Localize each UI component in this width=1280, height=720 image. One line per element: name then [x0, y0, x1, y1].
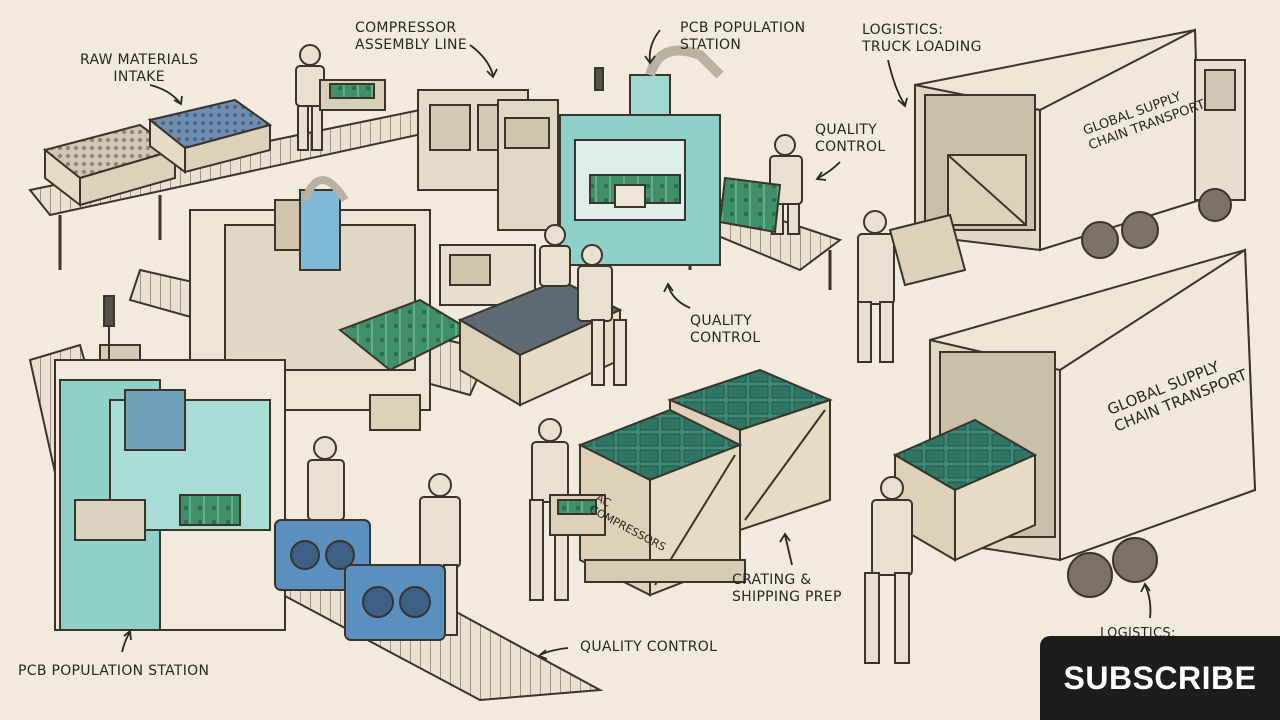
label-qc-middle: QUALITY CONTROL — [690, 313, 761, 346]
label-raw-materials: RAW MATERIALS INTAKE — [80, 52, 199, 85]
label-compressor-line: COMPRESSOR ASSEMBLY LINE — [355, 20, 467, 53]
label-pcb-station-top: PCB POPULATION STATION — [680, 20, 806, 53]
label-qc-bottom: QUALITY CONTROL — [580, 639, 718, 655]
machine-compressor-line — [417, 89, 559, 231]
raw-materials-bins — [42, 98, 273, 208]
worker-crating — [529, 418, 606, 601]
worker-logistics-top — [857, 210, 967, 363]
worker-qc-top — [718, 134, 803, 235]
annotation-arrows — [121, 29, 1152, 660]
truck-top — [914, 28, 1246, 259]
crates-shipping — [577, 368, 833, 597]
machine-pcb-station-bottom — [54, 344, 286, 631]
truck-bottom — [892, 248, 1257, 598]
worker-raw-intake — [295, 44, 386, 151]
compressor-units — [274, 519, 446, 641]
workers-center — [539, 224, 627, 386]
label-qc-top: QUALITY CONTROL — [815, 122, 886, 155]
label-pcb-station-bottom: PCB POPULATION STATION — [18, 663, 210, 679]
label-logistics-top: LOGISTICS: TRUCK LOADING — [862, 22, 982, 55]
subscribe-button[interactable]: SUBSCRIBE — [1040, 636, 1280, 720]
worker-logistics-bottom — [864, 476, 913, 664]
signal-lamps — [103, 67, 604, 360]
machine-assembly-center — [189, 176, 473, 431]
label-crating: CRATING & SHIPPING PREP — [732, 572, 842, 605]
machine-pcb-station-top — [559, 45, 724, 266]
